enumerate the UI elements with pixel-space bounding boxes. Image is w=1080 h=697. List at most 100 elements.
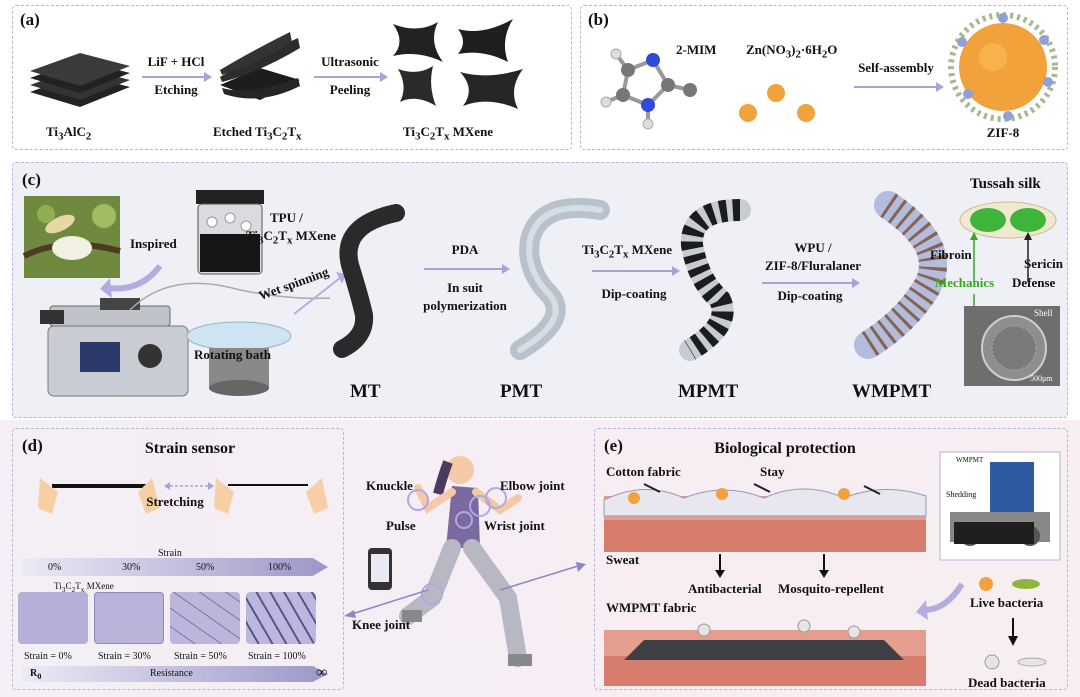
label-pulse: Pulse (386, 518, 416, 533)
panel-d-title: Strain sensor (144, 440, 236, 457)
roll-machine-illustration (939, 451, 1061, 561)
label-mosquito-repellent: Mosquito-repellent (778, 581, 884, 596)
panel-d (12, 428, 344, 690)
connector-arrows (344, 562, 586, 618)
silkworm-cocoon-photo (22, 196, 121, 278)
wpu-arrow (762, 278, 860, 288)
ti3alc2-stack-illustration (30, 53, 130, 107)
label-pda: PDA (451, 242, 479, 257)
label-wmpmt: WMPMT (852, 381, 932, 402)
rotating-bath-illustration (186, 321, 292, 396)
caption-strain-30: Strain = 30% (98, 651, 151, 662)
label-antibacterial: Antibacterial (688, 581, 762, 596)
label-mxene-note: Ti3C2Tx MXene (54, 581, 114, 594)
panel-d-label: (d) (22, 436, 43, 455)
spinning-arrow (293, 272, 346, 315)
caption-etched: Etched Ti3C2Tx (213, 124, 302, 143)
label-knee: Knee joint (352, 617, 411, 632)
cotton-fabric-skin-illustration (603, 483, 927, 552)
panel-c-label: (c) (22, 170, 41, 189)
panel-b-label: (b) (588, 10, 609, 29)
wmpmt-fabric-skin-illustration (604, 619, 926, 686)
2-mim-molecule-illustration (600, 48, 697, 130)
label-mt: MT (350, 381, 381, 402)
strain-tick-30: 30% (122, 562, 141, 573)
tubing-line (129, 282, 331, 311)
label-shell: Shell (1034, 308, 1053, 318)
label-live-bacteria: Live bacteria (970, 595, 1044, 610)
label-dead-bacteria: Dead bacteria (968, 675, 1046, 690)
pda-arrow (424, 264, 510, 274)
label-wpu: WPU / (794, 240, 832, 255)
step2-bottom-label: Peeling (329, 82, 371, 97)
caption-strain-0: Strain = 0% (24, 651, 72, 662)
label-rotating-bath: Rotating bath (194, 347, 271, 362)
label-tpu: TPU / (270, 210, 303, 225)
label-zn-nitrate: Zn(NO3)2·6H2O (746, 42, 838, 61)
panel-e (594, 428, 1068, 690)
label-in-suit: In suit (447, 280, 483, 295)
label-tpu-mxene: Ti3C2Tx MXene (246, 228, 337, 247)
sem-micrograph (964, 306, 1060, 386)
panel-a (12, 5, 572, 150)
label-r0: R0 (30, 668, 42, 681)
wmpmt-fiber (854, 191, 947, 359)
dead-bacteria-icon (984, 654, 1047, 670)
caption-ti3alc2: Ti3AlC2 (46, 124, 92, 143)
label-self-assembly: Self-assembly (858, 60, 934, 75)
caption-mxene: Ti3C2Tx MXene (403, 124, 494, 143)
step2-arrow (314, 72, 388, 82)
label-scale-bar: 500μm (1030, 374, 1053, 383)
stretching-hands-illustration (38, 478, 328, 514)
strain-tile-0 (18, 592, 88, 644)
label-cotton-fabric: Cotton fabric (606, 464, 681, 479)
strain-scale-bar (22, 558, 328, 576)
label-wmpmt-fabric: WMPMT fabric (606, 600, 697, 615)
zif-8-particle-illustration (948, 12, 1058, 122)
label-sweat: Sweat (606, 552, 640, 567)
transfer-arrow (916, 582, 965, 620)
label-shedding: Shedding (946, 490, 977, 499)
panel-e-title: Biological protection (714, 440, 856, 457)
strain-tick-0: 0% (48, 562, 62, 573)
label-pmt: PMT (500, 381, 543, 402)
caption-strain-100: Strain = 100% (248, 651, 306, 662)
label-zif-fluralaner: ZIF-8/Fluralaner (764, 258, 862, 273)
strain-tile-50 (170, 592, 240, 644)
step1-arrow (142, 72, 212, 82)
mt-fiber (333, 204, 405, 358)
label-polymerization: polymerization (423, 298, 507, 313)
mxene-arrow (592, 266, 680, 276)
label-sericin: Sericin (1024, 256, 1063, 271)
zn-ion-spheres (739, 84, 815, 122)
panel-c (12, 162, 1068, 418)
down-arrows (715, 554, 829, 578)
label-dip-coating-2: Dip-coating (777, 288, 843, 303)
step2-top-label: Ultrasonic (321, 54, 379, 69)
panel-a-label: (a) (20, 10, 40, 29)
mpmt-fiber (679, 199, 751, 361)
step1-bottom-label: Etching (154, 82, 198, 97)
mxene-flakes-illustration (393, 19, 523, 109)
label-tussah-silk: Tussah silk (970, 176, 1041, 192)
resistance-scale-bar (22, 666, 328, 682)
strain-tile-30 (94, 592, 164, 644)
syringe-pump-illustration (40, 298, 189, 397)
label-fibroin: Fibroin (930, 247, 972, 262)
label-strain: Strain (158, 548, 182, 559)
panel-b (580, 5, 1068, 150)
label-2-mim: 2-MIM (676, 42, 717, 57)
label-resistance: Resistance (150, 668, 193, 679)
label-mpmt: MPMT (678, 381, 739, 402)
label-mxene-coating: Ti3C2Tx MXene (582, 242, 673, 261)
label-mechanics: Mechanics (935, 275, 995, 290)
etched-layers-illustration (220, 32, 300, 100)
inspired-arrow (100, 264, 163, 298)
label-defense: Defense (1012, 275, 1056, 290)
live-bacteria-icon (979, 577, 1040, 591)
label-stretching: Stretching (146, 494, 204, 509)
label-infinity: ∞ (316, 664, 328, 681)
live-to-dead-arrow (1008, 618, 1018, 646)
label-zif-8: ZIF-8 (986, 125, 1020, 140)
runner-illustration (368, 456, 532, 667)
